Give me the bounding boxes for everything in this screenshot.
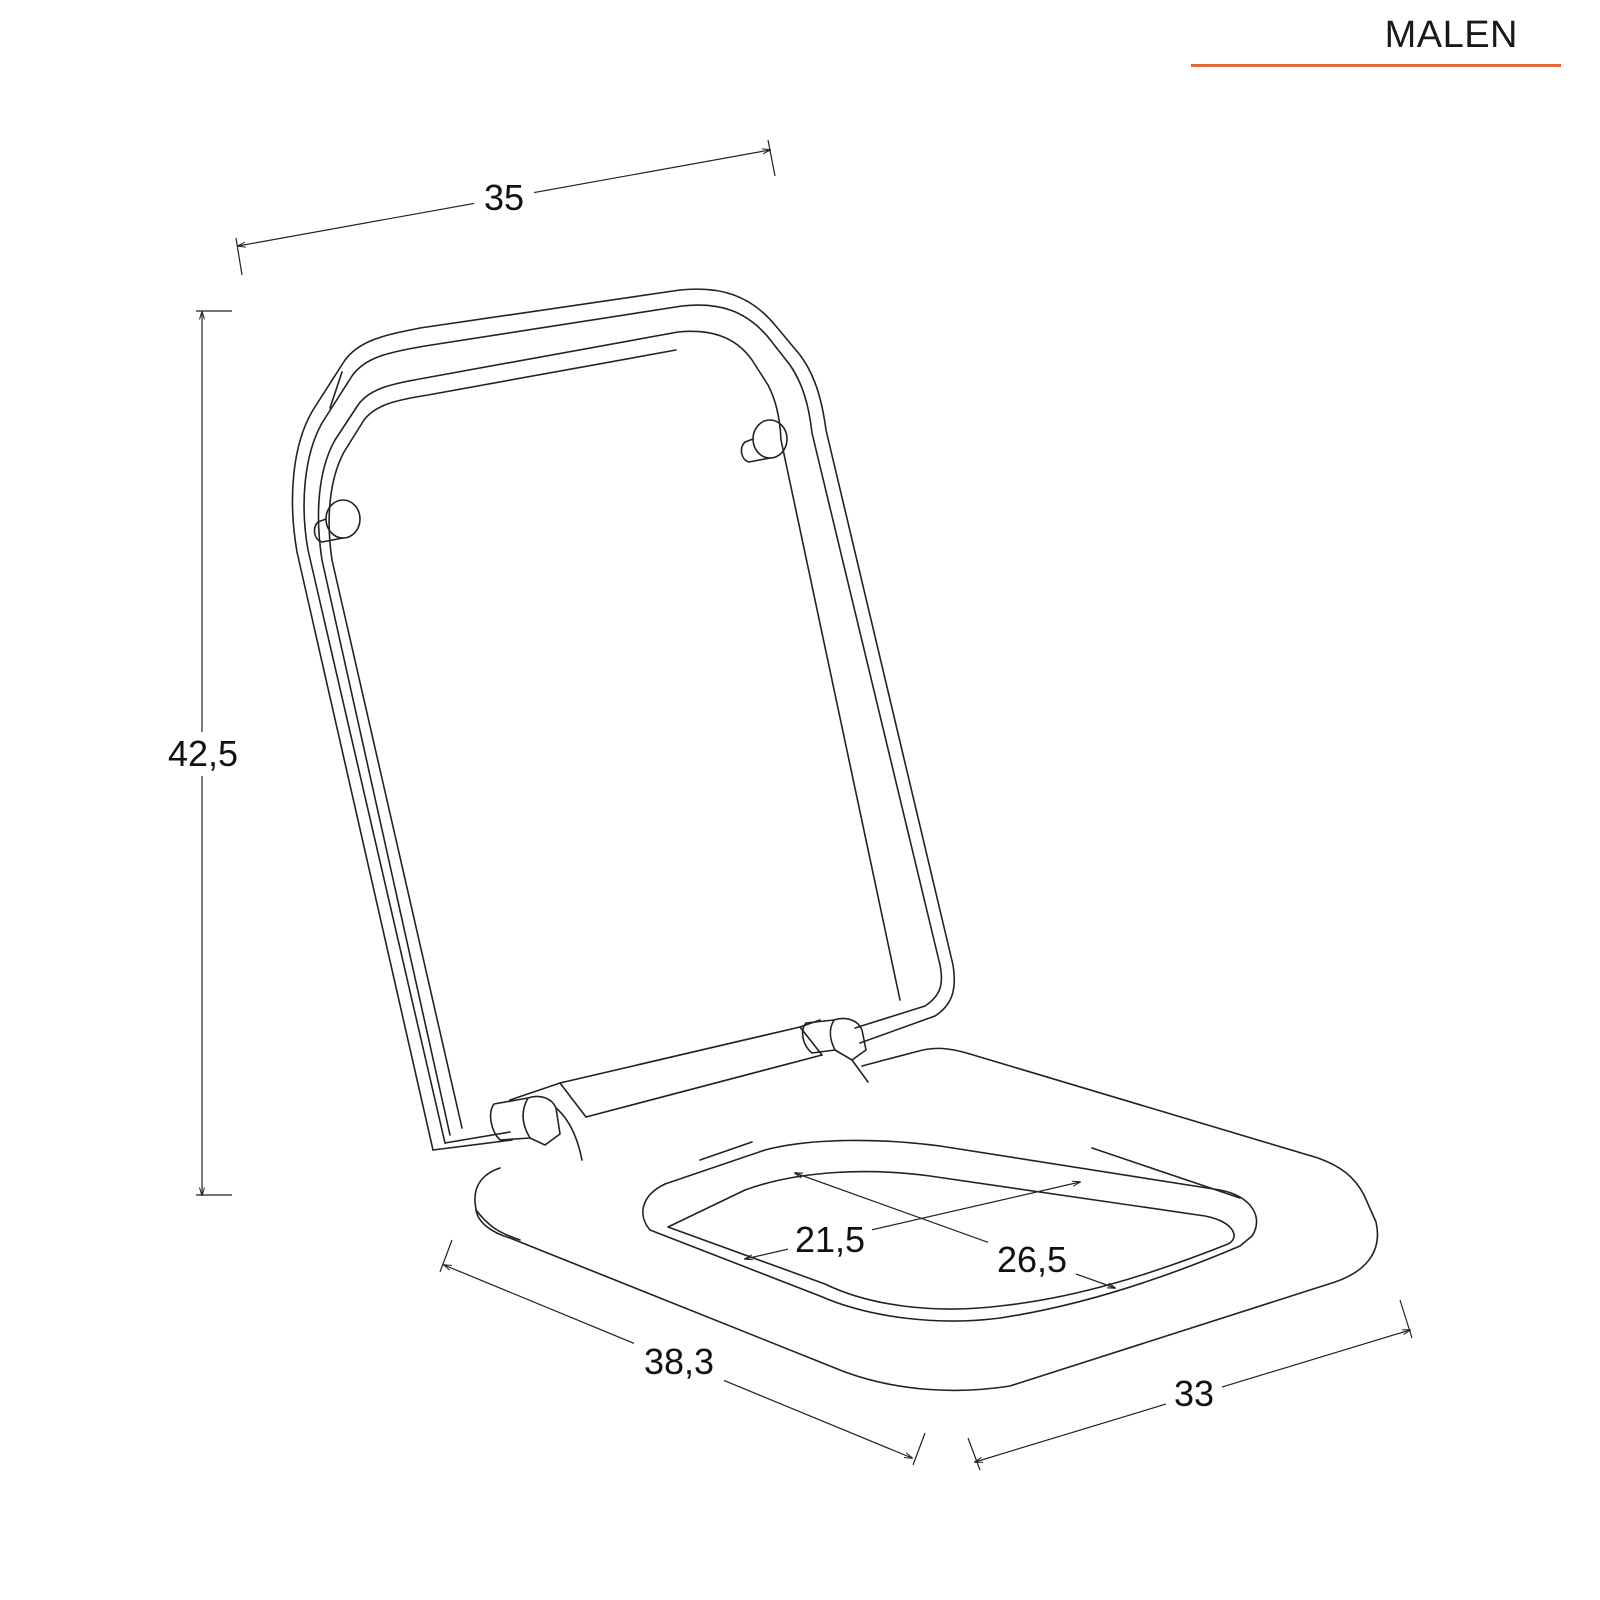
lid-outer-edge [291,288,956,1151]
dim-opening-width-label: 21,5 [795,1219,865,1260]
seat-opening-inner [667,1170,1235,1310]
dim-lid-width-label: 35 [484,177,524,218]
seat-outline [474,1047,1379,1392]
lid-bumper-right [740,419,788,463]
dim-seat-width: 33 [967,1299,1413,1471]
lid-bumper-left [313,499,361,543]
hinge-bar-bottom [585,1054,823,1118]
lid-inner-recess [317,330,901,1136]
brand-underline [1191,64,1561,67]
dim-lid-height-label: 42,5 [168,733,238,774]
dim-seat-length-label: 38,3 [644,1341,714,1382]
lid-inner-recess-edge [328,349,677,1129]
hinge-bar-top [509,1019,821,1101]
seat-thickness-edge [475,1209,521,1241]
lid-bottom-lip [432,1131,513,1151]
hinge-bar [489,1017,869,1161]
dim-seat-width-label: 33 [1174,1373,1214,1414]
dim-opening-length-label: 26,5 [997,1239,1067,1280]
dim-lid-height: 42,5 [160,310,246,1195]
dim-lid-width: 35 [235,139,776,276]
brand-name: MALEN [1384,14,1518,56]
seat-outer-edge [474,1047,1379,1392]
lid-rim-edge [303,304,943,1144]
lid-top-edge [329,371,343,409]
dim-opening-length: 26,5 [795,1173,1115,1288]
lid-outline [291,288,956,1151]
dim-seat-length: 38,3 [439,1239,926,1466]
seat-opening-outer [642,1139,1258,1322]
